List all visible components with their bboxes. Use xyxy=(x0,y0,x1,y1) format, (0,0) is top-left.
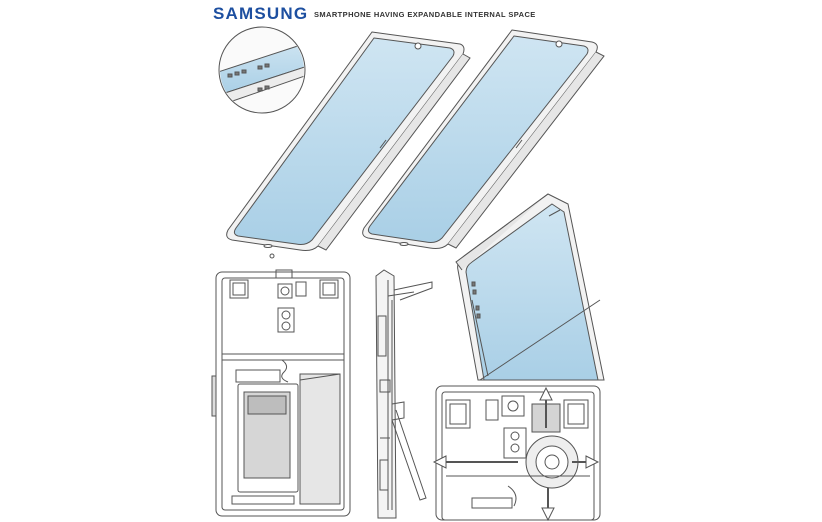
phone-view-rotated xyxy=(455,193,605,381)
arrow-left-icon xyxy=(432,455,518,469)
arrow-right-icon xyxy=(572,455,600,469)
internal-layout-drawing xyxy=(211,253,351,517)
arrow-up-icon xyxy=(539,386,553,428)
patent-title: SMARTPHONE HAVING EXPANDABLE INTERNAL SP… xyxy=(314,10,536,19)
arrow-down-icon xyxy=(541,488,555,522)
phone-view-front-left xyxy=(226,31,471,251)
samsung-logo: SAMSUNG xyxy=(213,4,309,23)
phone-view-front-right xyxy=(362,29,605,249)
expansion-mechanism-drawing xyxy=(432,385,601,522)
zoom-detail-circle xyxy=(218,26,306,114)
side-section-drawing xyxy=(375,269,433,519)
